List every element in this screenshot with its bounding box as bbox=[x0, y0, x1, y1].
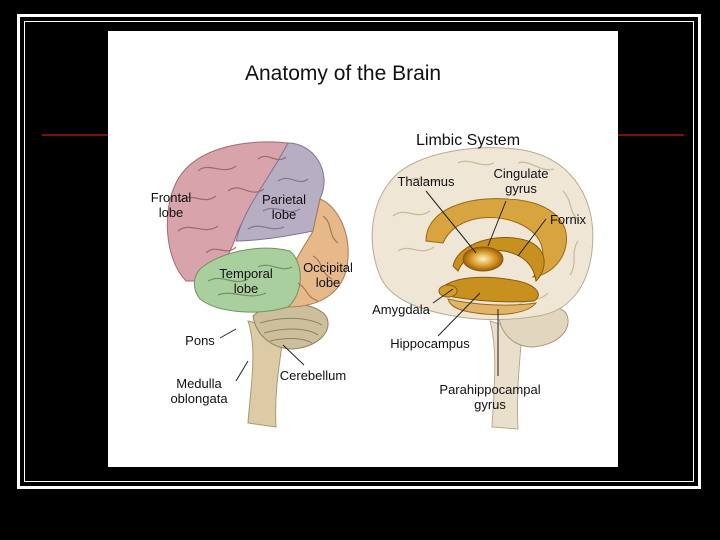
left-brain-diagram bbox=[166, 141, 349, 428]
right-brain-diagram bbox=[371, 147, 594, 430]
slide-title: Anatomy of the Brain bbox=[245, 62, 442, 85]
parahippocampal-gyrus-shape bbox=[447, 298, 538, 316]
label-hippocampus: Hippocampus bbox=[390, 336, 470, 351]
accent-line-left bbox=[42, 134, 108, 136]
label-amygdala: Amygdala bbox=[372, 302, 430, 317]
brain-illustrations bbox=[166, 141, 594, 430]
cingulate-gyrus-shape bbox=[425, 198, 567, 278]
label-pons: Pons bbox=[185, 333, 215, 348]
label-thalamus: Thalamus bbox=[397, 174, 455, 189]
accent-line-right bbox=[618, 134, 684, 136]
amygdala-shape bbox=[438, 284, 458, 298]
limbic-system-subtitle: Limbic System bbox=[416, 132, 521, 149]
label-fornix: Fornix bbox=[549, 212, 587, 227]
hippocampus-shape bbox=[443, 276, 539, 303]
slide-frame-inner bbox=[24, 21, 694, 482]
thalamus-shape bbox=[462, 246, 504, 272]
occipital-lobe-shape bbox=[287, 198, 349, 308]
diagram-panel bbox=[108, 31, 618, 467]
temporal-lobe-shape bbox=[193, 247, 301, 313]
brainstem-shape bbox=[247, 320, 285, 428]
label-cerebellum: Cerebellum bbox=[279, 368, 347, 383]
slide-frame-outer bbox=[17, 14, 701, 489]
